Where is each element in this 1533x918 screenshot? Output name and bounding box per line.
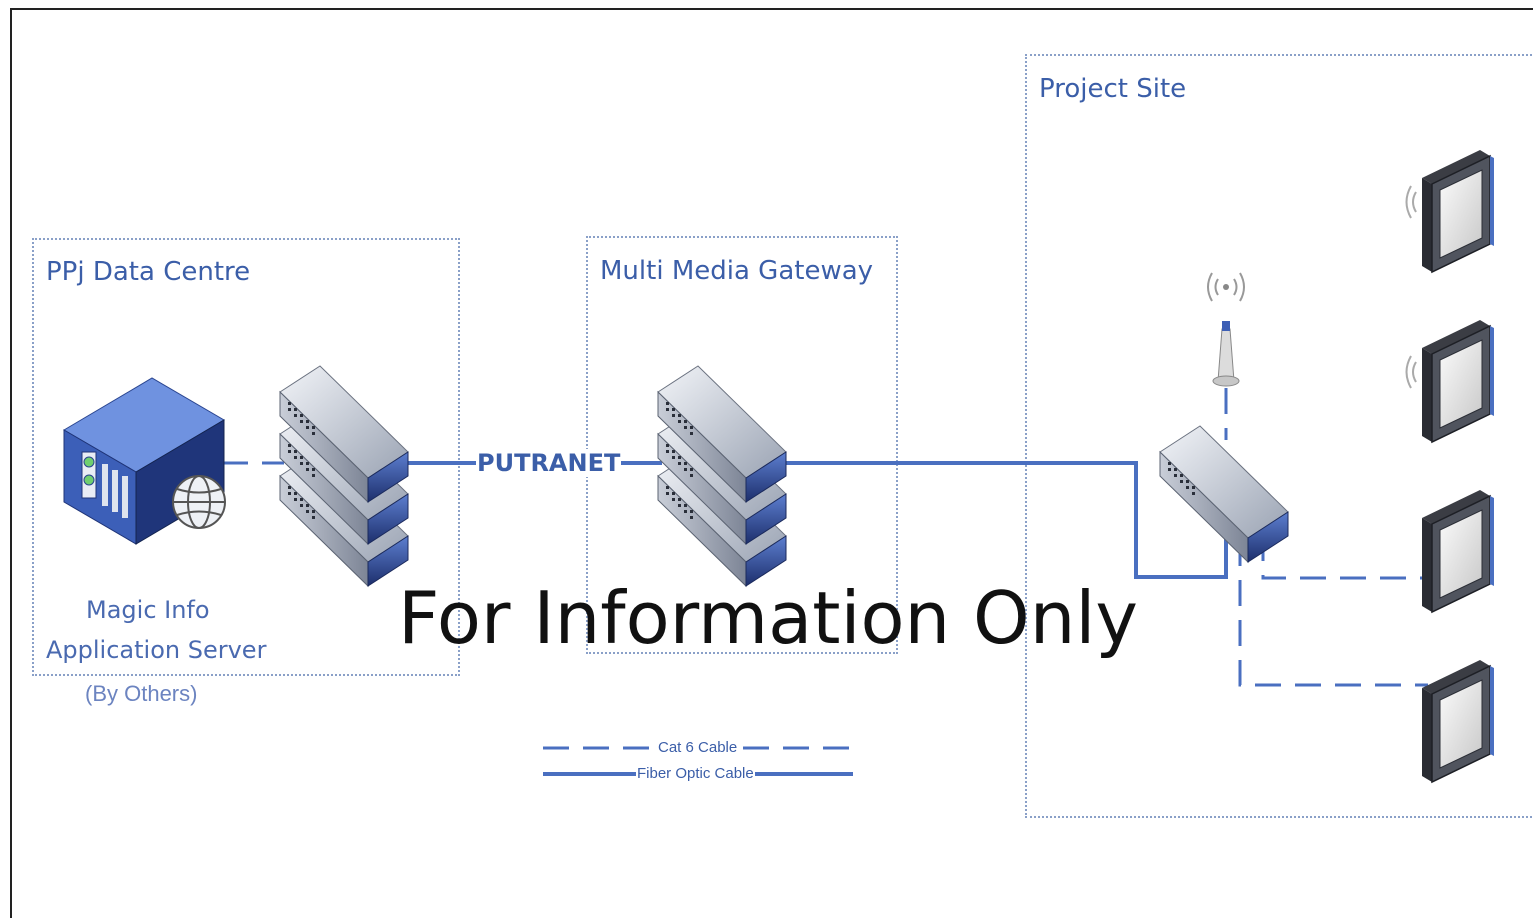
- server-label-line2: Application Server: [46, 636, 267, 664]
- watermark: For Information Only: [398, 576, 1138, 660]
- cat6-cables: [222, 388, 1428, 750]
- zone-title-project-site: Project Site: [1039, 74, 1187, 104]
- legend-fiber-label: Fiber Optic Cable: [636, 765, 755, 782]
- zone-data-centre: [32, 238, 460, 676]
- server-icon: [63, 377, 226, 545]
- display-icon: [1421, 149, 1495, 273]
- display-icon: [1421, 489, 1495, 613]
- fiber-gateway-site: [782, 461, 1228, 579]
- zone-gateway: [586, 236, 898, 654]
- server-label-line1: Magic Info: [86, 596, 210, 624]
- zone-title-gateway: Multi Media Gateway: [600, 256, 874, 286]
- server-note: (By Others): [85, 681, 198, 706]
- display-icon: [1421, 659, 1495, 783]
- display-wireless-marks: [1405, 185, 1417, 389]
- cat6-switch-display3: [1261, 535, 1422, 580]
- zone-title-data-centre: PPj Data Centre: [46, 257, 251, 287]
- wifi-antenna-icon: [1207, 272, 1245, 387]
- switch-stack-icon: [279, 365, 409, 587]
- cat6-switch-display4: [1238, 540, 1428, 687]
- legend-cat6-label: Cat 6 Cable: [657, 739, 739, 756]
- zone-project-site: [1025, 54, 1533, 818]
- link-label-putranet: PUTRANET: [476, 449, 622, 477]
- switch-stack-icon: [657, 365, 787, 587]
- display-icon: [1421, 319, 1495, 443]
- diagram-frame: [10, 8, 1533, 918]
